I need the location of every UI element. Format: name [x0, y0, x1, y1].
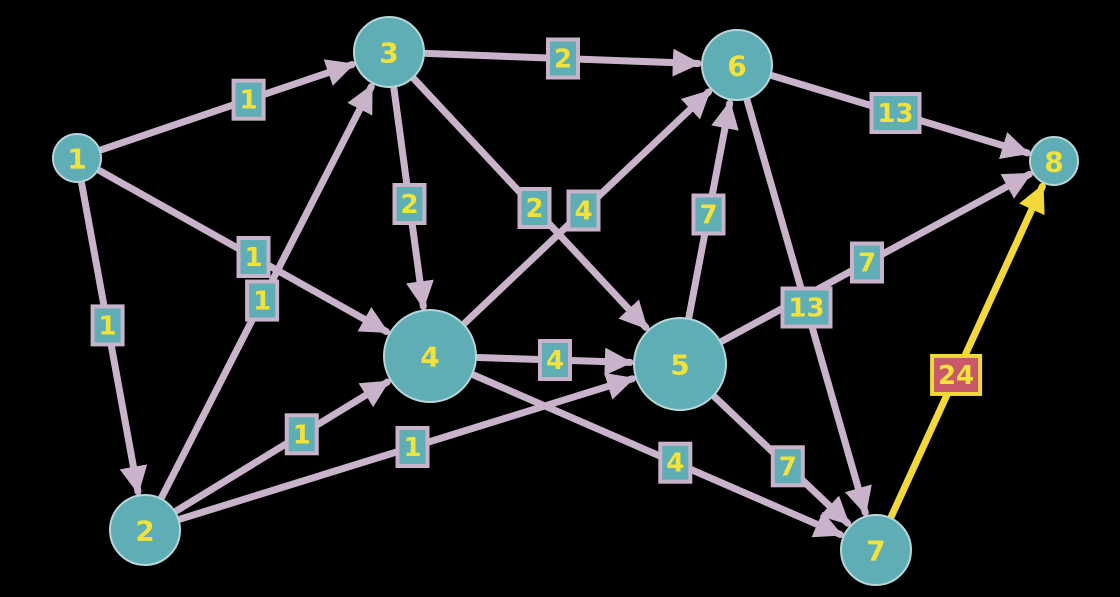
edge-weight-box — [231, 78, 266, 121]
node-5: 5 — [633, 317, 727, 411]
edge-weight-box — [869, 92, 922, 134]
node-label: 7 — [866, 535, 885, 568]
node-circle — [109, 494, 181, 566]
edge-weight-box — [850, 241, 884, 284]
edge-2-4 — [173, 378, 391, 515]
edge-weight-text: 1 — [240, 86, 258, 116]
edge-weight-text: 2 — [554, 45, 572, 75]
edge-weight-box — [236, 236, 271, 278]
node-label: 3 — [379, 37, 398, 70]
edge-weight-text: 4 — [546, 346, 564, 376]
edge-weight-6-8: 13 — [869, 92, 922, 134]
edge-weight-box — [245, 279, 280, 322]
edge-weight-box — [930, 353, 983, 396]
edge-weight-4-6: 4 — [566, 189, 601, 232]
edge-weight-text: 24 — [938, 361, 974, 391]
edge-weight-text: 13 — [788, 294, 824, 324]
edge-weight-box — [538, 339, 572, 381]
edge-weight-box — [770, 445, 805, 488]
node-label: 2 — [135, 515, 154, 548]
node-label: 6 — [727, 50, 746, 83]
edge-weight-text: 7 — [699, 201, 717, 231]
edge-weight-text: 13 — [877, 99, 913, 129]
edge-weight-box — [392, 183, 427, 225]
edge-weight-text: 1 — [253, 287, 271, 317]
node-6: 6 — [701, 29, 773, 101]
edge-weight-box — [691, 193, 726, 236]
edge-weight-3-6: 2 — [546, 37, 580, 80]
edge-weight-5-8: 7 — [850, 241, 884, 284]
edge-weight-3-5: 2 — [517, 187, 552, 229]
edge-1-3 — [98, 59, 356, 154]
edge-weight-box — [284, 413, 319, 456]
node-circle — [633, 317, 727, 411]
edge-weight-box — [566, 189, 601, 232]
node-circle — [840, 514, 912, 586]
edge-weight-box — [546, 37, 580, 80]
node-3: 3 — [353, 16, 425, 88]
node-circle — [353, 16, 425, 88]
edge-weight-2-4: 1 — [284, 413, 319, 456]
node-1: 1 — [52, 133, 102, 183]
node-7: 7 — [840, 514, 912, 586]
edge-weight-box — [658, 441, 693, 484]
edge-weight-5-7: 7 — [770, 445, 805, 488]
node-circle — [383, 309, 477, 403]
edge-weight-5-6: 7 — [691, 193, 726, 236]
edge-weight-1-3: 1 — [231, 78, 266, 121]
edge-4-7 — [470, 371, 844, 538]
edge-weight-text: 4 — [574, 197, 592, 227]
node-label: 5 — [670, 349, 689, 382]
edge-weight-text: 1 — [403, 433, 421, 463]
node-8: 8 — [1029, 136, 1079, 186]
edge-weight-text: 2 — [400, 190, 418, 220]
edge-weight-box — [395, 426, 430, 468]
edge-weight-4-5: 4 — [538, 339, 572, 381]
edge-weight-6-7: 13 — [780, 286, 833, 329]
edge-weight-text: 1 — [293, 420, 311, 450]
node-2: 2 — [109, 494, 181, 566]
edge-weight-text: 2 — [525, 194, 543, 224]
edge-weight-text: 1 — [99, 311, 117, 341]
edge-weight-text: 7 — [779, 452, 797, 482]
edge-weight-4-7: 4 — [658, 441, 693, 484]
edge-weight-1-2: 1 — [90, 304, 125, 347]
edge-weight-2-5: 1 — [395, 426, 430, 468]
edge-7-8 — [887, 182, 1046, 520]
edge-weight-7-8: 24 — [930, 353, 983, 396]
node-circle — [1029, 136, 1079, 186]
edge-weight-3-4: 2 — [392, 183, 427, 225]
node-label: 1 — [67, 143, 86, 176]
node-label: 4 — [420, 341, 439, 374]
node-circle — [701, 29, 773, 101]
edge-weight-box — [90, 304, 125, 347]
node-4: 4 — [383, 309, 477, 403]
edge-weight-box — [780, 286, 833, 329]
nodes-layer: 1 2 3 4 5 6 7 8 — [52, 16, 1079, 586]
edge-weight-text: 4 — [666, 449, 684, 479]
edge-weight-2-3: 1 — [245, 279, 280, 322]
node-label: 8 — [1044, 146, 1063, 179]
edge-weight-text: 7 — [858, 249, 876, 279]
edge-weight-text: 1 — [244, 243, 262, 273]
edge-weight-box — [517, 187, 552, 229]
node-circle — [52, 133, 102, 183]
edge-weight-1-4: 1 — [236, 236, 271, 278]
